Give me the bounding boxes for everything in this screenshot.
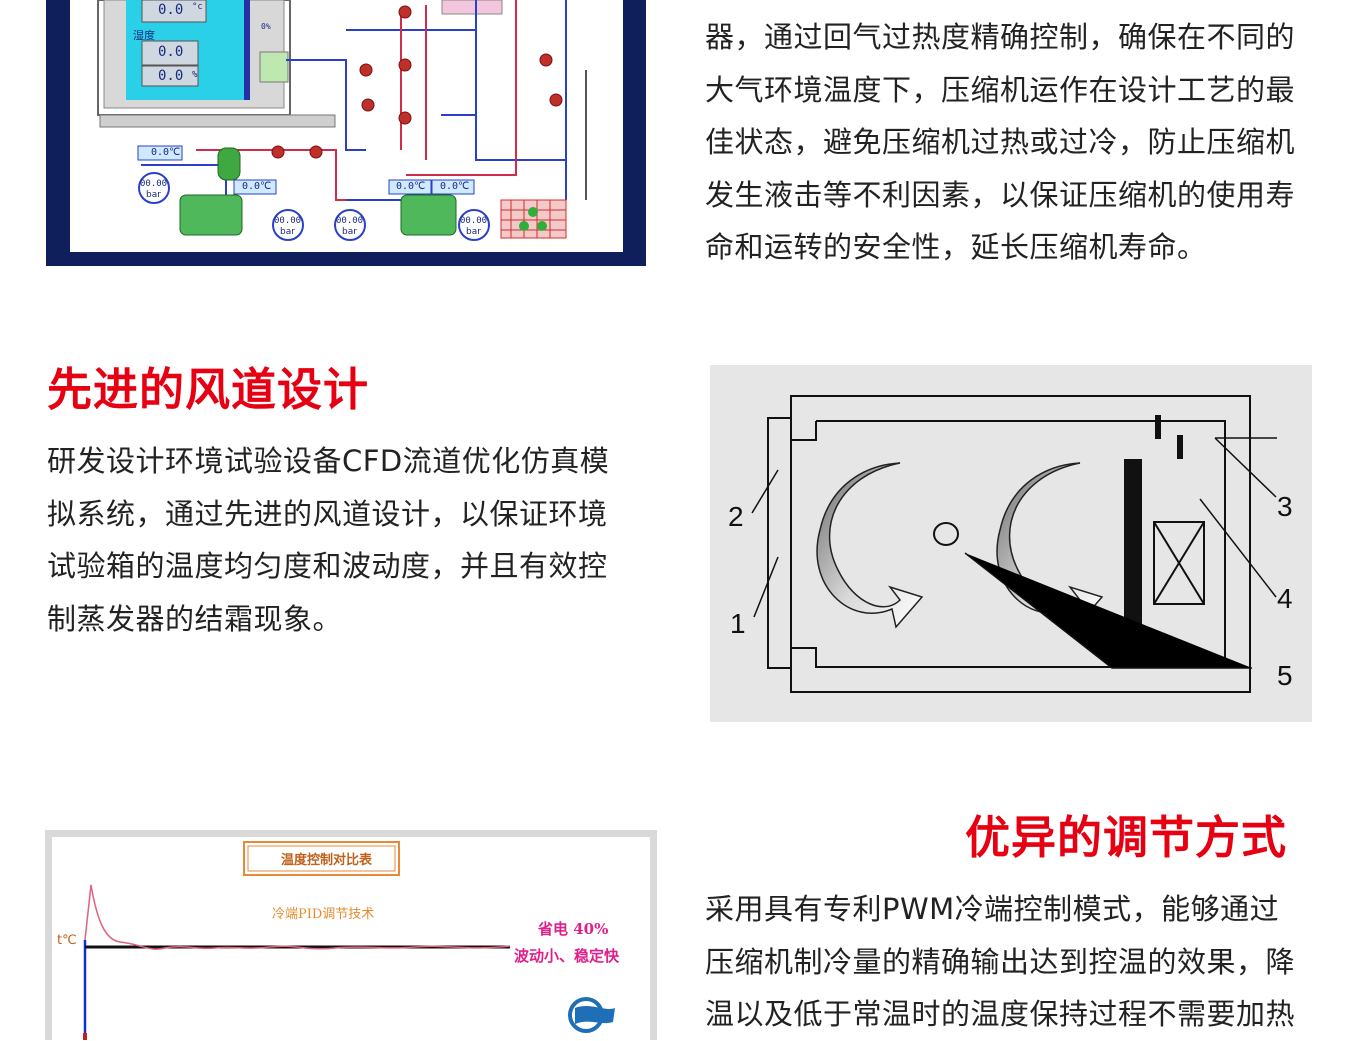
text-line: 研发设计环境试验设备CFD流道优化仿真模 — [47, 444, 610, 478]
diagram-label-5: 5 — [1277, 660, 1293, 691]
text-line: 温以及低于常温时的温度保持过程不需要加热 — [705, 997, 1296, 1031]
diagram-label-3: 3 — [1277, 491, 1293, 522]
text-line: 压缩机制冷量的精确输出达到控温的效果，降 — [705, 944, 1296, 979]
airflow-diagram: 2 1 3 4 5 — [710, 365, 1312, 722]
text-line: 制蒸发器的结霜现象。 — [47, 601, 343, 636]
text-line: 命和运转的安全性，延长压缩机寿命。 — [705, 230, 1207, 264]
humidity-label: 湿度 — [133, 29, 155, 42]
regulation-description: 采用具有专利PWM冷端控制模式，能够通过 压缩机制冷量的精确输出达到控温的效果，… — [705, 883, 1295, 1041]
chart-y-unit: t℃ — [57, 933, 77, 948]
temperature-control-chart: 温度控制对比表 冷端PID调节技术 省电 40% 波动小、稳定快 t℃ — [45, 830, 657, 1040]
diagram-label-4: 4 — [1277, 583, 1293, 614]
humidity-readout-1: 0.0 — [158, 44, 184, 60]
text-line: 发生液击等不利因素，以保证压缩机的使用寿 — [705, 177, 1296, 212]
text-line: 佳状态，避免压缩机过热或过冷，防止压缩机 — [705, 125, 1296, 159]
air-duct-description: 研发设计环境试验设备CFD流道优化仿真模 拟系统，通过先进的风道设计，以保证环境… — [47, 435, 609, 645]
temp-box-4: 0.0℃ — [440, 181, 470, 192]
pressure-value-1: 00.00 — [140, 179, 168, 189]
pressure-unit-3: bar — [342, 227, 357, 237]
text-line: 采用具有专利PWM冷端控制模式，能够通过 — [705, 892, 1280, 926]
diagram-label-2: 2 — [728, 501, 744, 532]
text-line: 大气环境温度下，压缩机运作在设计工艺的最 — [705, 72, 1296, 107]
temp-readout: 0.0 — [158, 2, 184, 18]
section-heading-air-duct: 先进的风道设计 — [47, 363, 370, 416]
section-heading-regulation: 优异的调节方式 — [965, 811, 1288, 864]
superheat-description: 器，通过回气过热度精确控制，确保在不同的 大气环境温度下，压缩机运作在设计工艺的… — [705, 11, 1295, 274]
diagram-label-1: 1 — [730, 608, 746, 639]
humidity-readout-2: 0.0 — [158, 68, 184, 84]
temp-box-3: 0.0℃ — [396, 181, 426, 192]
temp-box-1: 0.0℃ — [151, 147, 181, 158]
chart-note-stability: 波动小、稳定快 — [514, 947, 620, 965]
pressure-unit-1: bar — [146, 190, 161, 200]
text-line: 器，通过回气过热度精确控制，确保在不同的 — [705, 20, 1296, 54]
pressure-value-4: 00.00 — [460, 216, 488, 226]
chart-note-power-saving: 省电 40% — [538, 920, 609, 938]
pressure-value-3: 00.00 — [336, 216, 364, 226]
humidity-unit: % — [192, 70, 198, 80]
pressure-value-2: 00.00 — [274, 216, 302, 226]
text-line: 试验箱的温度均匀度和波动度，并且有效控 — [47, 549, 608, 583]
small-percent: 0% — [261, 22, 271, 31]
temp-unit: °c — [192, 2, 203, 12]
chart-subtitle: 冷端PID调节技术 — [272, 907, 375, 922]
chart-title: 温度控制对比表 — [281, 853, 373, 868]
text-line: 拟系统，通过先进的风道设计，以保证环境 — [47, 496, 608, 531]
temp-box-2: 0.0℃ — [242, 181, 272, 192]
pressure-unit-2: bar — [280, 227, 295, 237]
pressure-unit-4: bar — [466, 227, 481, 237]
refrigeration-schematic: 0.0 °c 湿度 0.0 0.0 % 0% 0.0℃ 0.0℃ 0.0℃ 0.… — [46, 0, 646, 266]
